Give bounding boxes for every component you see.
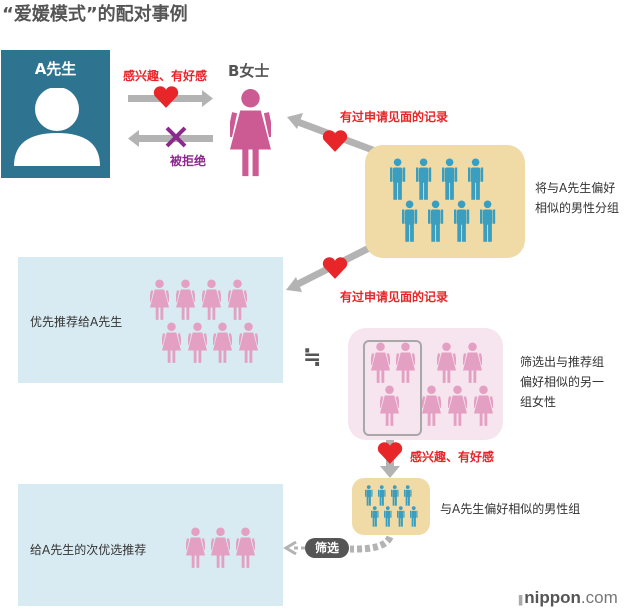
woman-icon	[473, 385, 493, 426]
person-a-label: A先生	[34, 60, 77, 78]
man-icon	[416, 158, 432, 200]
priority-label: 优先推荐给A先生	[30, 315, 123, 329]
man-icon	[428, 200, 444, 242]
woman-icon	[235, 527, 255, 568]
person-b-label: B女士	[228, 62, 270, 80]
cross-icon	[165, 126, 187, 148]
woman-icon	[210, 527, 230, 568]
interest-label-bottom: 感兴趣、有好感	[410, 450, 495, 464]
man-icon	[454, 200, 470, 242]
nippon-logo: |||nippon.com	[518, 588, 618, 608]
meeting-record-label-2: 有过申请见面的记录	[340, 290, 449, 304]
approx-equal-sign: ≒	[303, 345, 322, 370]
woman-icon	[238, 322, 258, 363]
man-icon	[397, 506, 405, 527]
male-group-desc-line: 将与A先生偏好	[535, 181, 616, 195]
woman-icon	[447, 385, 467, 426]
woman-icon	[175, 279, 195, 320]
male-group-desc-line: 相似的男性分组	[535, 201, 620, 215]
woman-icon	[462, 342, 482, 383]
man-icon	[371, 506, 379, 527]
man-icon	[402, 200, 418, 242]
avatar-icon	[14, 88, 100, 166]
woman-icon	[161, 322, 181, 363]
woman-icon	[187, 322, 207, 363]
page-title: “爱媛模式”的配对事例	[2, 4, 188, 25]
woman-icon	[227, 279, 247, 320]
male-group-2-label: 与A先生偏好相似的男性组	[440, 502, 581, 516]
man-icon	[378, 485, 386, 506]
woman-icon	[149, 279, 169, 320]
heart-icon	[377, 442, 403, 464]
similar-female-desc-line: 组女性	[520, 395, 557, 409]
secondary-label: 给A先生的次优选推荐	[30, 543, 147, 557]
logo-bars-icon: |||	[518, 594, 523, 606]
woman-icon	[212, 322, 232, 363]
similar-female-desc: 筛选出与推荐组 偏好相似的另一 组女性	[520, 352, 604, 412]
priority-box	[18, 257, 283, 383]
logo-name: nippon	[524, 588, 581, 607]
interest-label-top: 感兴趣、有好感	[123, 69, 208, 83]
woman-icon	[436, 342, 456, 383]
woman-icon	[201, 279, 221, 320]
male-group-box	[365, 145, 525, 258]
man-icon	[468, 158, 484, 200]
man-icon	[384, 506, 392, 527]
filter-badge: 筛选	[305, 538, 349, 558]
man-icon	[365, 485, 373, 506]
male-group-box-2	[352, 478, 430, 535]
heart-icon	[322, 130, 348, 152]
woman-icon	[395, 342, 415, 383]
man-icon	[442, 158, 458, 200]
person-a-card: A先生	[1, 50, 110, 178]
logo-suffix: .com	[580, 588, 618, 607]
woman-icon	[370, 342, 390, 383]
man-icon	[404, 485, 412, 506]
man-icon	[410, 506, 418, 527]
woman-icon	[229, 89, 271, 177]
woman-icon	[379, 385, 399, 426]
man-icon	[390, 158, 406, 200]
arrow-to-secondary	[283, 540, 305, 556]
dashed-curve-arrow	[349, 535, 394, 553]
selected-subgroup-outline	[363, 340, 422, 436]
heart-icon	[322, 257, 348, 279]
man-icon	[480, 200, 496, 242]
rejected-label: 被拒绝	[170, 154, 207, 168]
similar-female-desc-line: 筛选出与推荐组	[520, 355, 605, 369]
man-icon	[391, 485, 399, 506]
meeting-record-label-1: 有过申请见面的记录	[340, 110, 449, 124]
woman-icon	[421, 385, 441, 426]
similar-female-box	[348, 328, 503, 440]
similar-female-desc-line: 偏好相似的另一	[520, 375, 605, 389]
woman-icon	[185, 527, 205, 568]
heart-icon	[153, 86, 179, 108]
male-group-desc: 将与A先生偏好 相似的男性分组	[535, 178, 619, 218]
